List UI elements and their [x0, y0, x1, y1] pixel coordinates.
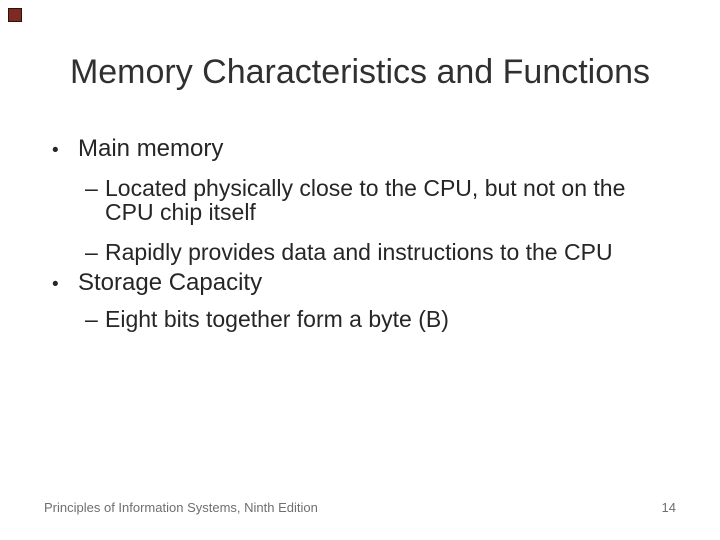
sub-bullet-text: Located physically close to the CPU, but… [105, 175, 626, 225]
sub-bullet-rapidly: –Rapidly provides data and instructions … [85, 240, 661, 264]
dash-marker-icon: – [85, 175, 98, 201]
page-number: 14 [661, 500, 676, 515]
slide-title: Memory Characteristics and Functions [69, 53, 651, 91]
bullet-text: Main memory [78, 135, 224, 162]
bullet-item-storage-capacity: • Storage Capacity [52, 268, 262, 300]
bullet-item-main-memory: • Main memory [52, 134, 223, 166]
sub-bullet-text: Eight bits together form a byte (B) [105, 306, 449, 332]
dash-marker-icon: – [85, 239, 98, 265]
corner-accent-square [8, 8, 22, 22]
sub-bullet-eight-bits: –Eight bits together form a byte (B) [85, 307, 661, 331]
bullet-text: Storage Capacity [78, 269, 263, 296]
dash-marker-icon: – [85, 306, 98, 332]
footer-book-title: Principles of Information Systems, Ninth… [44, 500, 318, 515]
sub-bullet-text: Rapidly provides data and instructions t… [105, 239, 613, 265]
bullet-dot-icon: • [52, 140, 59, 161]
sub-bullet-located: –Located physically close to the CPU, bu… [85, 176, 661, 224]
bullet-dot-icon: • [52, 274, 59, 295]
